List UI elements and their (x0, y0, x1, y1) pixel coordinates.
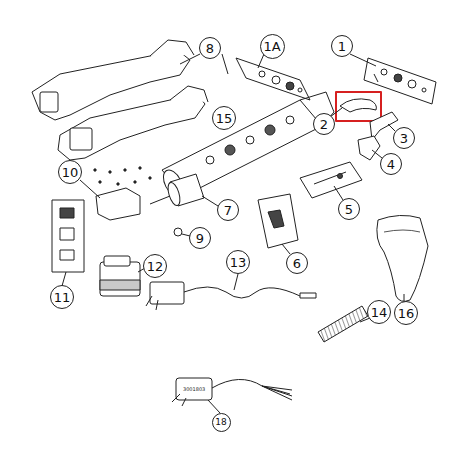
callout-circle: 5 (338, 198, 360, 220)
callout-circle: 9 (189, 227, 211, 249)
trigger-kit (300, 162, 362, 198)
fixed-blade (340, 99, 376, 112)
multi-charger (172, 378, 292, 406)
callout-number: 1A (263, 40, 280, 53)
leader-lines (62, 54, 404, 413)
callout-circle: 16 (394, 301, 418, 325)
callout-number: 10 (62, 166, 79, 179)
callout-number: 2 (320, 118, 328, 131)
model-code: 3001803 (183, 387, 205, 392)
callout-number: 14 (371, 306, 388, 319)
nut (174, 228, 182, 236)
gear-kit-1a (236, 58, 310, 100)
callout-number: 5 (345, 203, 353, 216)
callout-circle: 1 (331, 35, 353, 57)
callout-number: 1 (338, 40, 346, 53)
callout-circle: 7 (217, 199, 239, 221)
callout-circle: 1A (260, 34, 285, 59)
callout-circle: 3 (393, 127, 415, 149)
callout-circle: 18 (212, 413, 231, 432)
motor (150, 174, 204, 207)
callout-number: 12 (147, 260, 164, 273)
callout-number: 11 (54, 291, 71, 304)
callout-circle: 11 (50, 285, 74, 309)
callout-circle: 14 (367, 300, 391, 324)
callout-number: 3 (400, 132, 408, 145)
callout-circle: 12 (143, 254, 167, 278)
blade-holder (358, 136, 380, 160)
switch-kit (258, 194, 298, 248)
callout-number: 16 (398, 307, 415, 320)
callout-circle: 8 (199, 37, 221, 59)
callout-circle: 13 (226, 250, 250, 274)
callout-number: 13 (230, 256, 247, 269)
tool-housing (32, 40, 208, 160)
callout-circle: 2 (313, 113, 335, 135)
callout-number: 9 (196, 232, 204, 245)
callout-number: 7 (224, 204, 232, 217)
callout-number: 6 (293, 257, 301, 270)
callout-circle: 10 (58, 160, 82, 184)
contact-kit (52, 200, 84, 272)
callout-circle: 6 (286, 252, 308, 274)
highlight-frame (336, 92, 381, 121)
coiled-cable (318, 306, 368, 342)
callout-number: 8 (206, 42, 214, 55)
callout-number: 18 (215, 418, 226, 427)
battery-bracket (96, 188, 140, 220)
callout-circle: 15 (212, 106, 236, 130)
battery (100, 256, 140, 296)
charger (146, 282, 316, 310)
screws (94, 167, 151, 185)
holster (377, 215, 428, 301)
callout-number: 15 (216, 112, 233, 125)
callout-number: 4 (387, 158, 395, 171)
callout-circle: 4 (380, 153, 402, 175)
